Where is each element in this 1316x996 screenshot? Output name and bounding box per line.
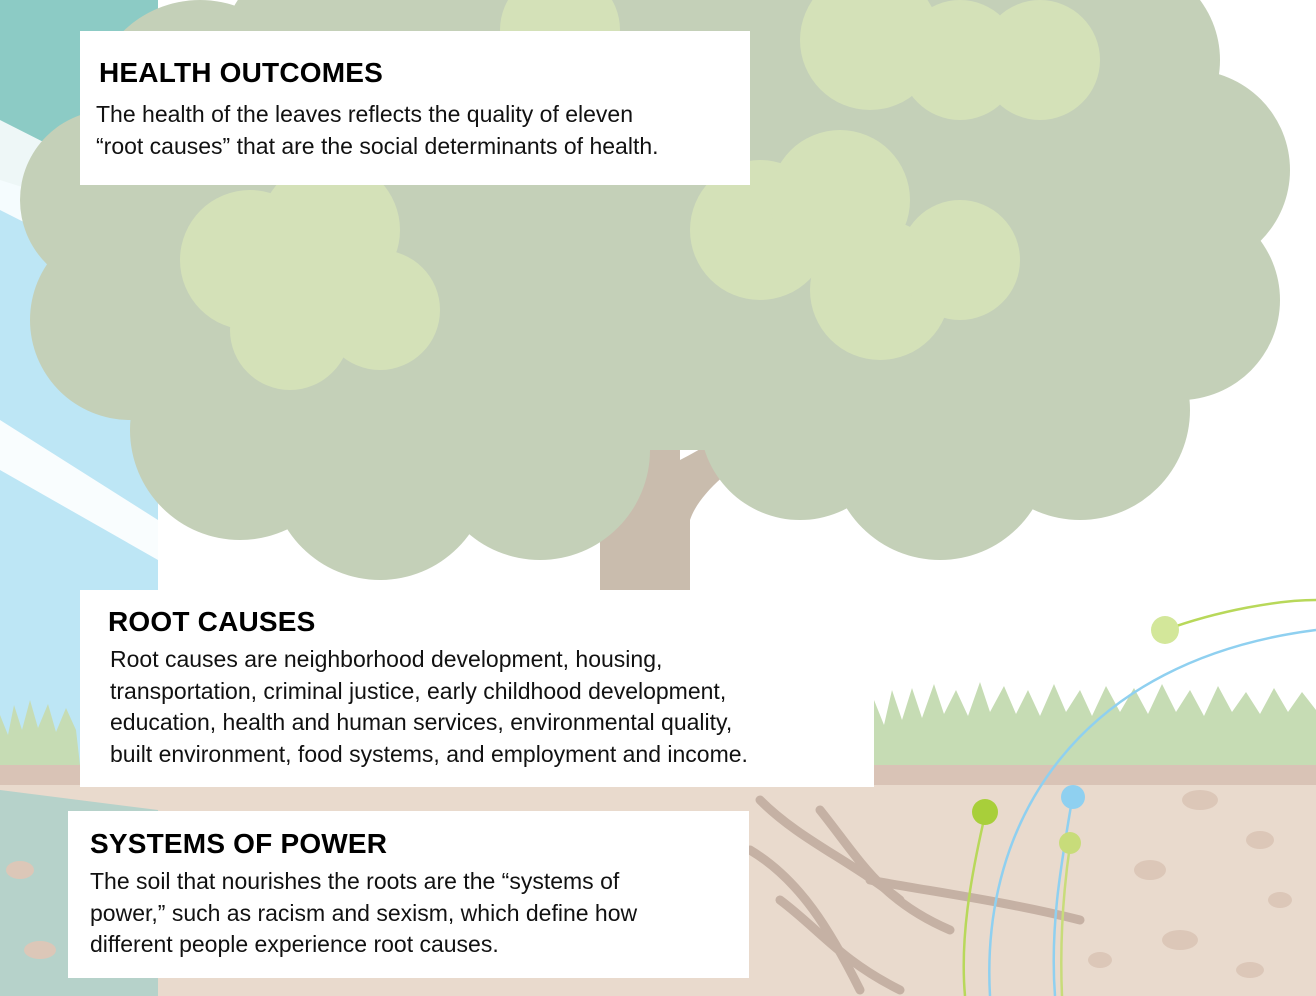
systems-of-power-line: power,” such as racism and sexism, which…	[90, 899, 638, 926]
systems-of-power-card: SYSTEMS OF POWER The soil that nourishes…	[68, 811, 749, 978]
root-causes-line: Root causes are neighborhood development…	[110, 646, 663, 672]
systems-of-power-description: The soil that nourishes the roots are th…	[90, 866, 731, 961]
sprout-arc-blue	[988, 628, 1316, 996]
roots	[745, 795, 1085, 995]
root-causes-card: ROOT CAUSES Root causes are neighborhood…	[80, 590, 874, 787]
sprout-arc-green	[1164, 598, 1316, 632]
systems-of-power-line: different people experience root causes.	[90, 931, 499, 957]
sprout-bud-blue	[1061, 785, 1085, 809]
health-outcomes-line: The health of the leaves reflects the qu…	[96, 101, 633, 127]
sprout-bud-lime	[972, 799, 998, 825]
health-outcomes-card: HEALTH OUTCOMES The health of the leaves…	[80, 31, 750, 185]
systems-of-power-title: SYSTEMS OF POWER	[90, 828, 388, 859]
sprout-stem-blue	[1052, 799, 1074, 996]
health-outcomes-description: The health of the leaves reflects the qu…	[96, 99, 734, 162]
systems-of-power-line: The soil that nourishes the roots are th…	[90, 868, 620, 894]
sprout-stem-small	[1060, 844, 1072, 996]
sprouts	[962, 598, 1316, 996]
soil-pebbles	[6, 790, 1292, 978]
root-causes-description: Root causes are neighborhood development…	[110, 644, 854, 770]
root-causes-line: education, health and human services, en…	[110, 709, 733, 735]
health-outcomes-title: HEALTH OUTCOMES	[99, 57, 384, 88]
diagonal-stripe-2	[0, 420, 158, 560]
sprout-bud-green	[1151, 616, 1179, 644]
sprout-stem-green	[962, 814, 987, 996]
sprout-bud-pale	[1059, 832, 1081, 854]
root-causes-line: transportation, criminal justice, early …	[110, 677, 727, 704]
root-causes-line: built environment, food systems, and emp…	[110, 740, 748, 767]
health-outcomes-line: “root causes” that are the social determ…	[96, 132, 659, 159]
root-causes-title: ROOT CAUSES	[108, 606, 316, 637]
